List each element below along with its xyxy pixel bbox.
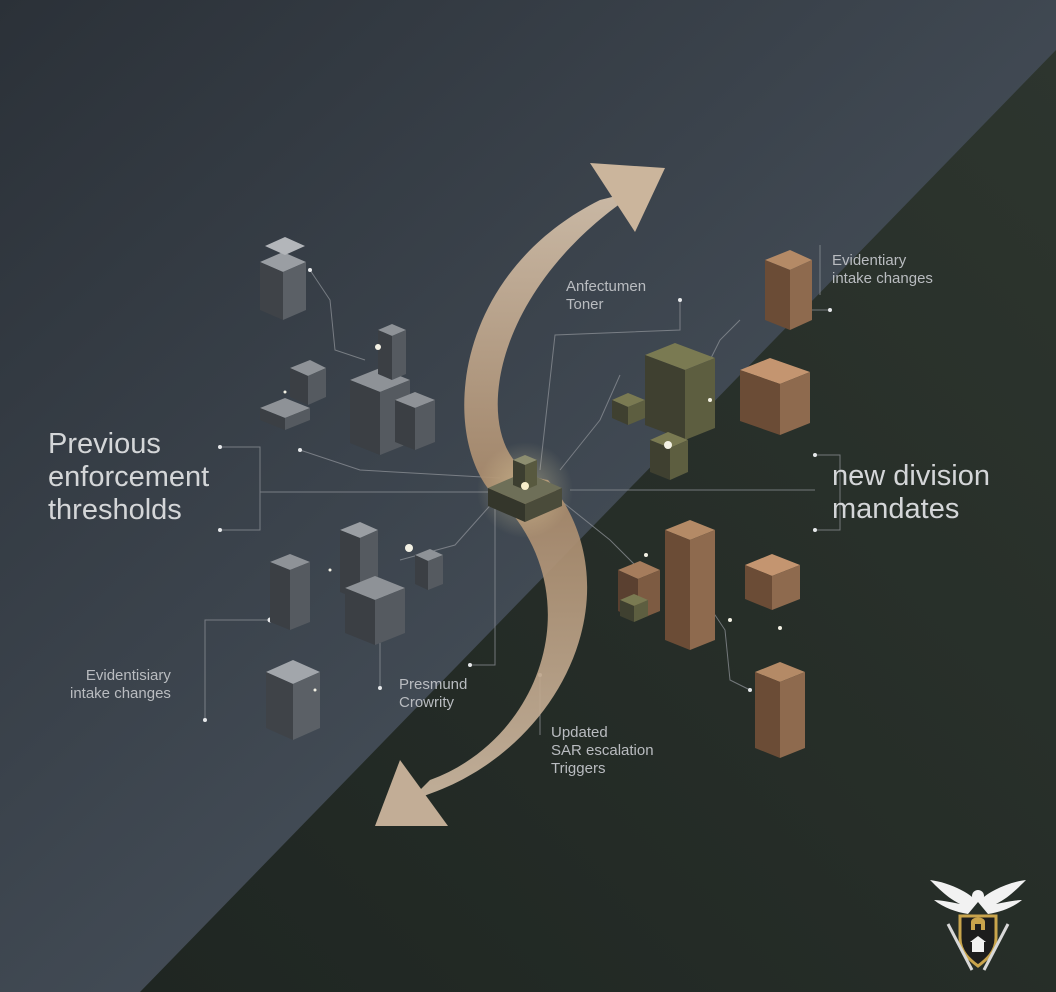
- grey-block: [340, 522, 405, 645]
- label-line: Crowrity: [399, 694, 454, 711]
- caption-line: Evidentiary: [832, 252, 907, 269]
- grey-block: [270, 554, 310, 630]
- heading-line: enforcement: [48, 461, 210, 493]
- label-line: Toner: [566, 296, 604, 313]
- caption-line: intake changes: [832, 270, 933, 287]
- glow-particles: [283, 344, 782, 692]
- bronze-block: [755, 662, 805, 758]
- grey-block: [395, 392, 435, 450]
- caption-line: intake changes: [70, 685, 171, 702]
- center-top-label: Anfectumen Toner: [566, 278, 646, 314]
- bronze-block: [765, 250, 812, 330]
- heading-line: thresholds: [48, 494, 182, 526]
- background-right: [140, 50, 1056, 992]
- caption-line: Evidentisiary: [85, 667, 171, 684]
- new-blocks: [612, 250, 812, 758]
- hub-block-icon: [477, 442, 573, 538]
- legacy-blocks: [260, 237, 443, 740]
- center-bottom-left-label: Presmund Crowrity: [399, 676, 467, 712]
- heading-line: new division: [832, 460, 990, 492]
- new-intake-caption: Evidentiary intake changes: [832, 252, 933, 288]
- legacy-intake-caption: Evidentisiary intake changes: [70, 667, 171, 703]
- grey-block: [266, 660, 320, 740]
- grey-block: [260, 237, 306, 320]
- label-line: Presmund: [399, 676, 468, 693]
- legacy-thresholds-heading: Previous enforcement thresholds: [48, 428, 209, 527]
- olive-block: [645, 343, 715, 440]
- olive-block: [612, 393, 645, 425]
- grey-block: [415, 549, 443, 590]
- olive-block: [620, 594, 648, 622]
- bronze-block: [665, 520, 715, 650]
- center-bottom-right-label: Updated SAR escalation Triggers: [551, 724, 654, 778]
- olive-block: [650, 432, 688, 480]
- bronze-block: [745, 554, 800, 610]
- new-mandates-heading: new division mandates: [832, 460, 990, 526]
- grey-block: [260, 360, 326, 430]
- label-line: Anfectumen: [566, 278, 647, 295]
- bronze-block: [740, 358, 810, 435]
- label-line: Triggers: [551, 760, 606, 777]
- label-line: SAR escalation: [551, 742, 654, 759]
- heading-line: mandates: [832, 493, 960, 525]
- label-line: Updated: [551, 724, 608, 741]
- eagle-crest-icon: [930, 880, 1026, 971]
- heading-line: Previous: [48, 428, 161, 460]
